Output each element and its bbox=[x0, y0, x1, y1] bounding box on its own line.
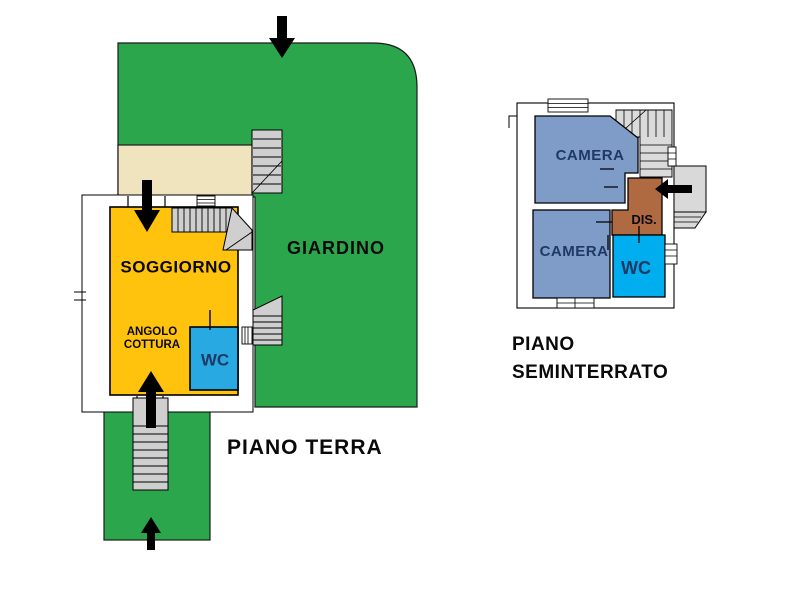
camera-bottom-label: CAMERA bbox=[539, 242, 609, 260]
basement-entrance-arrow bbox=[655, 179, 692, 199]
window-mark-right-wall bbox=[241, 326, 253, 345]
garden-entry-arrow bbox=[269, 16, 295, 58]
wc-room bbox=[189, 326, 239, 391]
stairs-up-arrow bbox=[138, 371, 164, 428]
door-marks-basement bbox=[596, 168, 640, 250]
garden-area bbox=[117, 42, 418, 408]
window-mark-basement-right bbox=[664, 243, 678, 265]
dis-label: DIS. bbox=[631, 211, 657, 227]
plot-entry-arrow bbox=[141, 517, 161, 550]
wc-label: WC bbox=[200, 350, 230, 370]
dis-room bbox=[611, 177, 663, 236]
balcony bbox=[673, 165, 707, 229]
terrace-stairs bbox=[251, 129, 283, 194]
piano-seminterrato-line1: PIANO bbox=[512, 334, 575, 355]
garden-stairs bbox=[252, 295, 283, 346]
piano-terra-title: PIANO TERRA bbox=[227, 436, 383, 459]
camera-bottom-room bbox=[532, 209, 611, 299]
basement-wc-room bbox=[612, 234, 666, 298]
basement-wc-label: WC bbox=[621, 258, 651, 279]
interior-stairs bbox=[171, 206, 253, 251]
piano-seminterrato-line2: SEMINTERRATO bbox=[512, 361, 669, 383]
angolo-cottura-label: ANGOLO COTTURA bbox=[124, 326, 180, 352]
terrace bbox=[117, 144, 253, 198]
piano-seminterrato-title: PIANO SEMINTERRATO bbox=[512, 334, 669, 391]
soggiorno-entry-arrow bbox=[134, 180, 160, 232]
window-mark-basement-right-top bbox=[667, 146, 677, 167]
window-mark-basement-top bbox=[547, 98, 589, 113]
window-mark-left-wall bbox=[74, 291, 86, 301]
angolo-cottura-line2: COTTURA bbox=[123, 339, 181, 351]
door-mark-top bbox=[127, 196, 166, 207]
angolo-cottura-line1: ANGOLO bbox=[126, 326, 178, 338]
window-mark-top-wall bbox=[196, 195, 216, 207]
soggiorno-label: SOGGIORNO bbox=[120, 257, 232, 277]
camera-top-room bbox=[534, 115, 639, 204]
camera-top-label: CAMERA bbox=[555, 146, 625, 164]
giardino-label: GIARDINO bbox=[287, 238, 385, 259]
wall-stub-top-left bbox=[508, 115, 517, 128]
window-mark-basement-bottom bbox=[556, 297, 595, 309]
